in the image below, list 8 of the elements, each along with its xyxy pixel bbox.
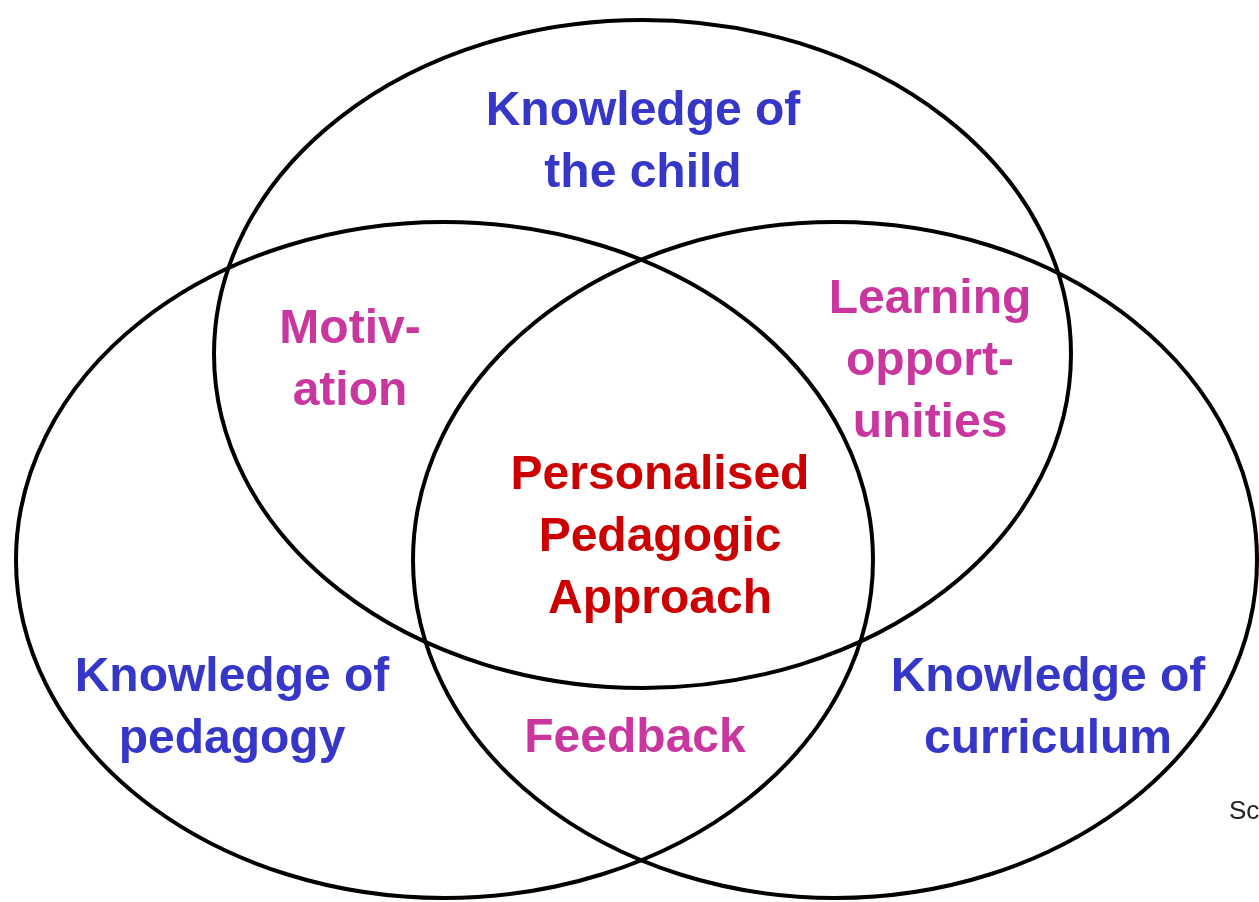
overlap-label: Motiv- ation (278, 299, 422, 417)
set-label: Knowledge of curriculum (889, 647, 1207, 765)
center-label: Personalised Pedagogic Approach (509, 445, 811, 625)
overlap-label: Feedback (523, 708, 747, 764)
set-label: Knowledge of the child (484, 81, 802, 199)
source-note: Sc (1229, 795, 1259, 826)
set-label: Knowledge of pedagogy (73, 647, 391, 765)
overlap-label: Learning opport- unities (827, 269, 1033, 449)
